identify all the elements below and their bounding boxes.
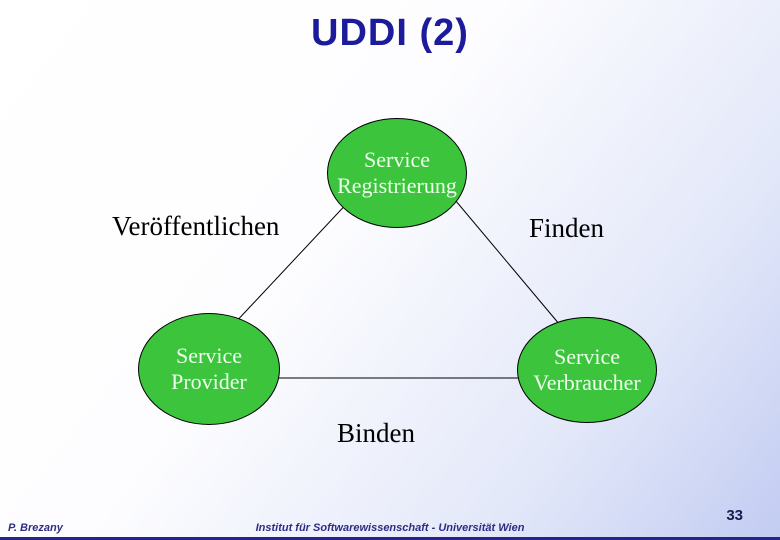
- node-service-registry-line1: Service: [364, 147, 430, 172]
- page-number: 33: [726, 507, 743, 524]
- edge-find-line: [444, 187, 561, 326]
- edge-label-finden: Finden: [529, 213, 605, 243]
- edge-publish-line: [232, 197, 353, 326]
- node-service-provider: Service Provider: [138, 313, 280, 425]
- node-service-consumer-line1: Service: [554, 344, 620, 369]
- bottom-bar: [0, 537, 780, 540]
- slide-title: UDDI (2): [311, 12, 469, 54]
- node-service-registry: Service Registrierung: [327, 118, 467, 228]
- footer-author: P. Brezany: [8, 522, 63, 534]
- footer-institute: Institut für Softwarewissenschaft - Univ…: [255, 522, 525, 534]
- node-service-provider-line2: Provider: [171, 369, 247, 394]
- node-service-consumer-line2: Verbraucher: [533, 370, 641, 395]
- node-service-consumer: Service Verbraucher: [517, 317, 657, 423]
- edge-label-binden: Binden: [337, 418, 415, 448]
- node-service-registry-line2: Registrierung: [337, 173, 457, 198]
- node-service-provider-line1: Service: [176, 343, 242, 368]
- edge-label-veroeffentlichen: Veröffentlichen: [112, 211, 280, 241]
